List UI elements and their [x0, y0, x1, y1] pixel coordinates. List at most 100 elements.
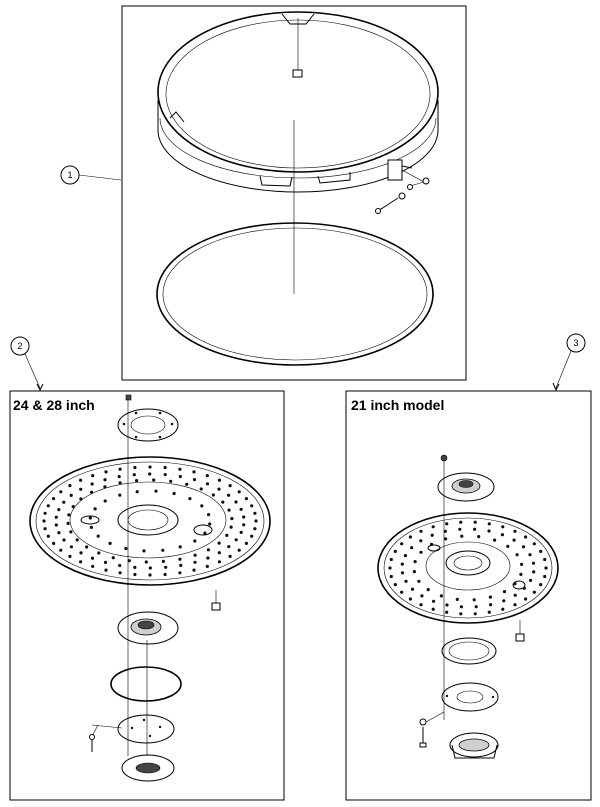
perforation-hole	[127, 559, 131, 563]
perforation-hole	[43, 527, 47, 531]
perforation-hole	[199, 487, 203, 491]
left-hub-flange	[117, 611, 179, 645]
perforation-hole	[426, 588, 430, 592]
perforation-hole	[513, 593, 517, 597]
perforation-hole	[472, 598, 476, 602]
perforation-hole	[142, 549, 146, 553]
perforation-hole	[79, 478, 83, 482]
perforation-hole	[473, 520, 477, 524]
perforation-hole	[400, 542, 404, 546]
perforation-hole	[489, 603, 493, 607]
perforation-hole	[228, 484, 232, 488]
callout-1: 1	[60, 165, 122, 185]
perforation-hole	[161, 559, 165, 564]
perforation-hole	[46, 504, 50, 508]
perforation-hole	[118, 481, 122, 485]
perforation-hole	[118, 493, 122, 497]
perforation-hole	[502, 599, 506, 603]
perforation-hole	[97, 551, 101, 555]
perforation-hole	[69, 493, 73, 497]
perforation-hole	[104, 568, 108, 572]
perforation-hole	[532, 542, 536, 546]
perforation-hole	[90, 556, 95, 560]
perforation-hole	[393, 583, 397, 587]
left-top-flange	[117, 394, 179, 442]
perforation-hole	[543, 557, 547, 562]
perforation-hole	[79, 551, 83, 555]
perforation-hole	[54, 523, 58, 527]
left-o-ring	[110, 666, 182, 702]
callout-3-number: 3	[573, 338, 578, 348]
perforation-hole	[500, 533, 504, 537]
perforation-hole	[459, 605, 463, 609]
left-lower-plate	[117, 714, 175, 744]
perforation-hole	[532, 590, 536, 594]
perforation-hole	[253, 527, 257, 531]
perforation-hole	[59, 490, 63, 494]
perforation-hole	[250, 534, 254, 538]
perforation-hole	[521, 545, 526, 549]
perforation-hole	[103, 499, 107, 503]
perforation-hole	[178, 474, 182, 479]
perforation-hole	[193, 560, 197, 564]
perforation-hole	[234, 538, 238, 542]
perforation-hole	[460, 534, 464, 538]
perforation-hole	[473, 527, 477, 531]
perforation-hole	[239, 530, 243, 535]
perforation-hole	[539, 583, 543, 587]
perforation-hole	[163, 473, 167, 477]
perforation-hole	[46, 534, 50, 538]
perforation-hole	[148, 573, 152, 577]
perforation-hole	[179, 563, 183, 568]
perforation-hole	[185, 482, 189, 486]
perforation-hole	[445, 522, 449, 526]
perforation-hole	[178, 557, 182, 561]
perforation-hole	[208, 522, 212, 526]
perforation-hole	[459, 612, 463, 616]
perforation-hole	[519, 572, 523, 577]
perforation-hole	[148, 566, 152, 570]
perforation-hole	[96, 534, 100, 538]
perforation-hole	[124, 546, 128, 551]
perforation-hole	[193, 553, 197, 557]
perforation-hole	[68, 484, 72, 488]
perforation-hole	[429, 542, 434, 547]
perforation-hole	[493, 538, 497, 542]
perforation-hole	[242, 515, 246, 519]
perforation-hole	[458, 527, 462, 531]
perforation-hole	[419, 529, 423, 533]
ring-screws	[375, 169, 430, 214]
perforation-hole	[135, 479, 139, 483]
perforation-hole	[75, 538, 79, 542]
perforation-hole	[52, 497, 56, 501]
perforation-hole	[455, 597, 459, 602]
perforation-hole	[206, 548, 210, 552]
perforation-hole	[531, 561, 536, 565]
right-flange	[441, 682, 499, 712]
perforation-hole	[118, 571, 122, 575]
perforation-hole	[200, 504, 204, 508]
perforation-hole	[244, 497, 248, 501]
perforation-hole	[91, 474, 95, 478]
perforation-hole	[443, 529, 447, 533]
perforation-hole	[152, 478, 156, 482]
perforation-hole	[501, 607, 505, 611]
perforation-hole	[228, 554, 232, 559]
right-gasket	[441, 637, 497, 665]
perforation-hole	[529, 578, 533, 583]
perforation-hole	[178, 571, 182, 575]
perforation-hole	[108, 541, 112, 546]
callout-2: 2	[10, 336, 44, 392]
perforation-hole	[473, 612, 477, 616]
perforation-hole	[487, 529, 491, 533]
perforation-hole	[161, 548, 165, 552]
perforation-hole	[501, 525, 505, 529]
perforation-hole	[227, 545, 231, 549]
perforation-hole	[419, 550, 423, 554]
perforation-hole	[393, 549, 397, 554]
perforation-hole	[154, 489, 158, 493]
perforation-hole	[103, 478, 107, 482]
perforation-hole	[133, 565, 137, 570]
callout-1-number: 1	[67, 170, 72, 180]
perforation-hole	[227, 493, 231, 497]
